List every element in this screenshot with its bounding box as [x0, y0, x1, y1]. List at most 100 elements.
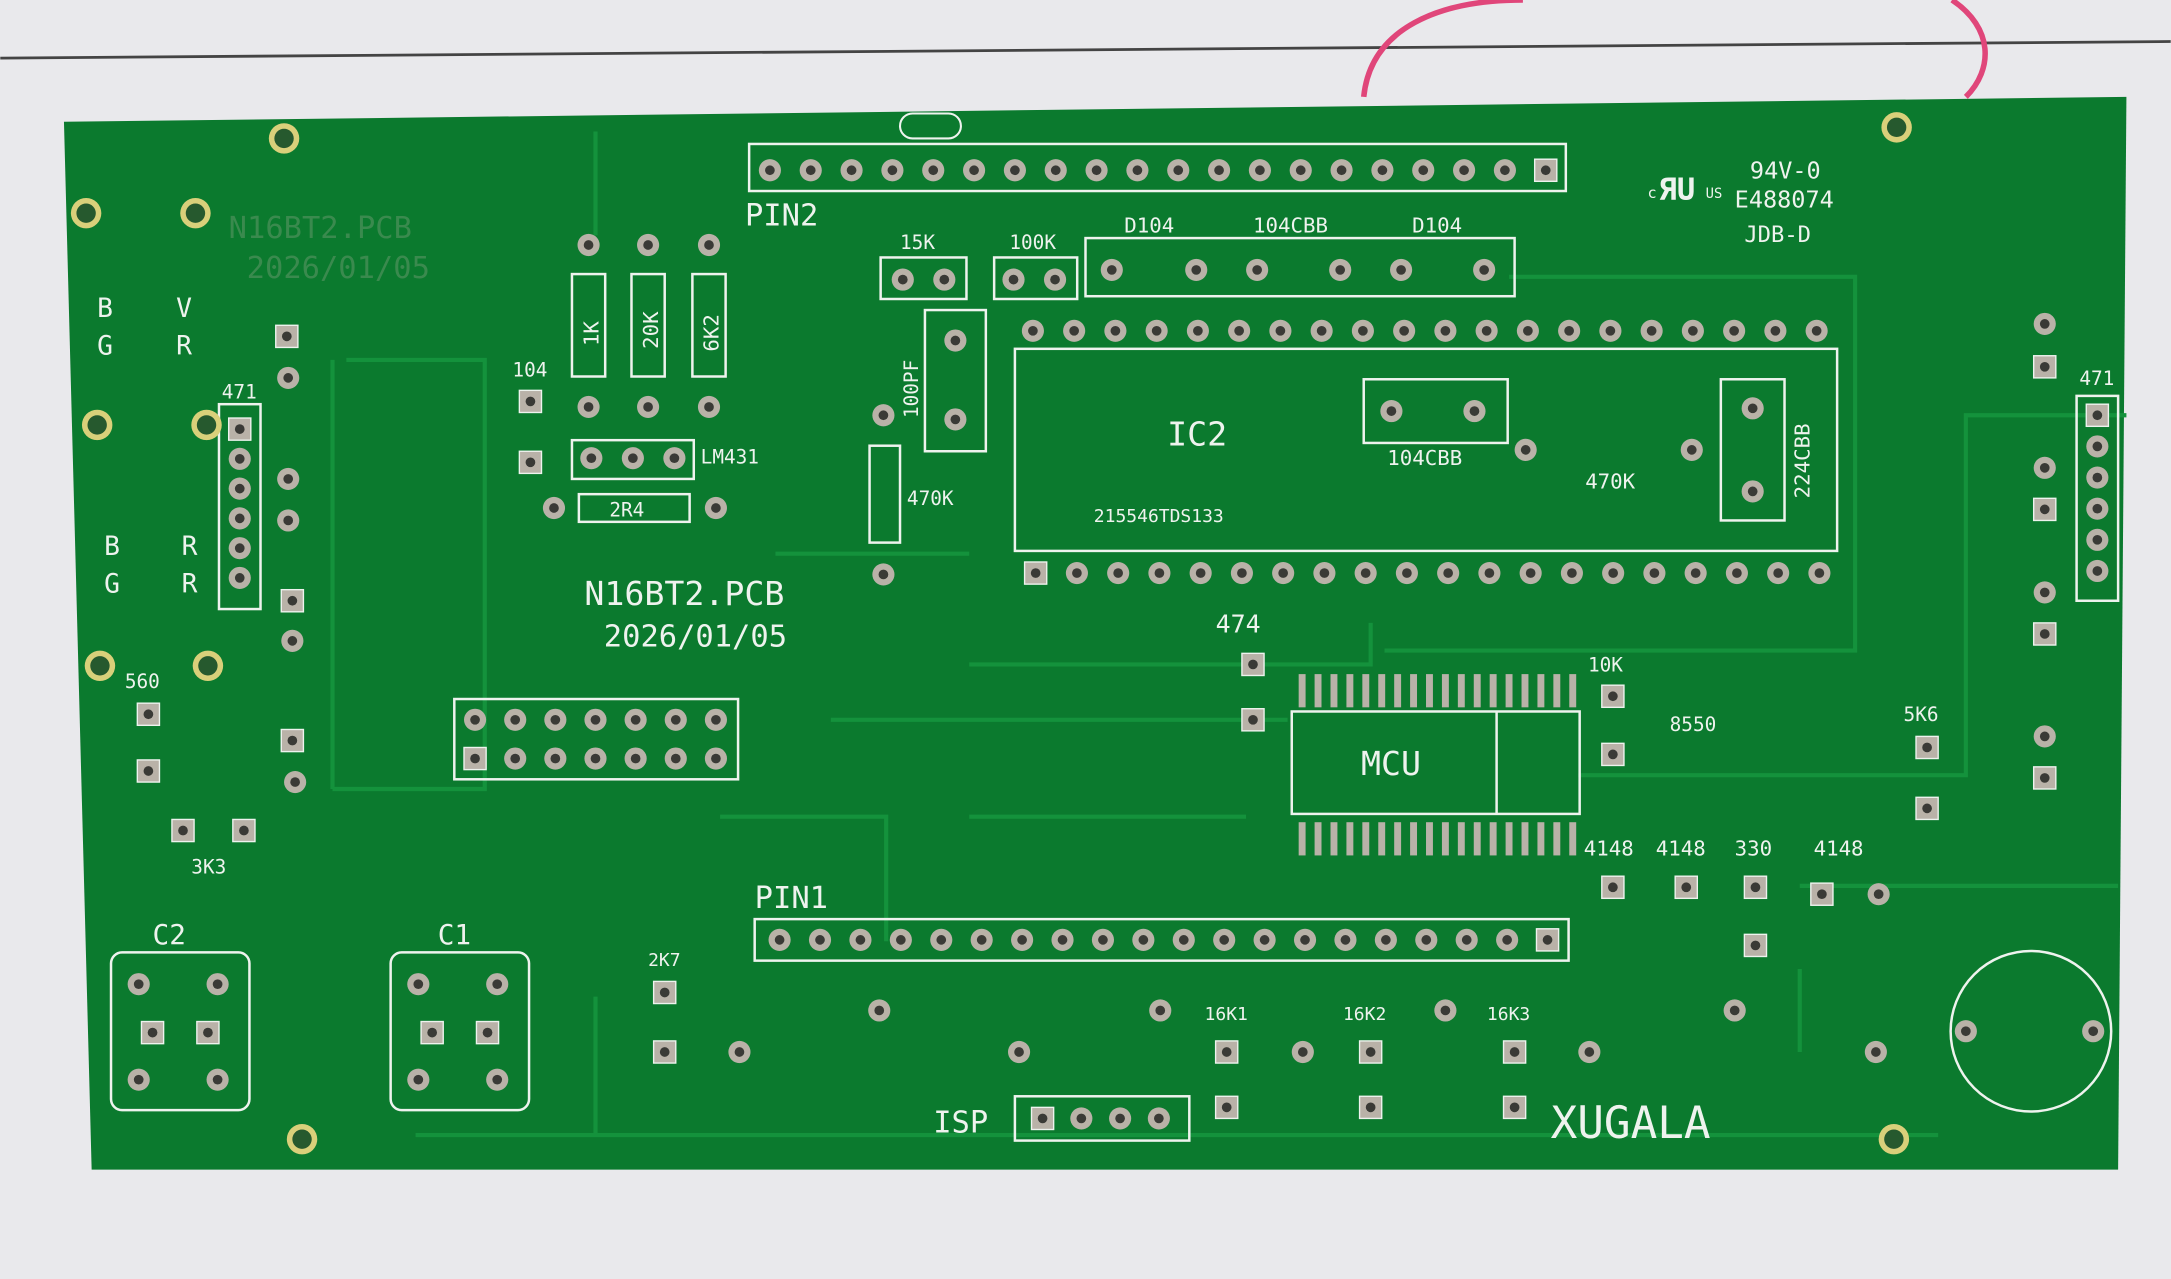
- mcu-pin: [1346, 822, 1354, 856]
- drill-hole: [143, 709, 154, 720]
- label-q8550: 8550: [1670, 713, 1717, 736]
- drill-hole: [1525, 568, 1536, 578]
- mcu-pin: [1457, 822, 1465, 856]
- drill-hole: [413, 1074, 424, 1085]
- label-r470k-a: 470K: [907, 487, 954, 510]
- drill-hole: [2039, 629, 2050, 639]
- notch-outline: [898, 112, 962, 140]
- mcu-pin: [1537, 822, 1545, 856]
- drill-hole: [1248, 659, 1258, 670]
- label-d4148-a: 4148: [1584, 836, 1634, 860]
- drill-hole: [704, 402, 714, 412]
- drill-hole: [1690, 568, 1701, 578]
- label-r471-left: 471: [222, 381, 257, 404]
- drill-hole: [939, 274, 950, 285]
- drill-hole: [1010, 165, 1020, 176]
- drill-hole: [1686, 445, 1697, 455]
- drill-hole: [1811, 325, 1822, 336]
- drill-hole: [1037, 1113, 1048, 1124]
- drill-hole: [846, 165, 857, 176]
- drill-hole: [1151, 325, 1162, 336]
- silkscreen-labels: N16BT2.PCB 2026/01/05 N16BT2.PCB 2026/01…: [97, 157, 1834, 1149]
- drill-hole: [1057, 935, 1068, 945]
- drill-hole: [203, 1027, 213, 1038]
- label-r560: 560: [125, 670, 160, 693]
- drill-hole: [1072, 568, 1082, 578]
- drill-hole: [287, 735, 298, 746]
- board-date: 2026/01/05: [604, 619, 787, 654]
- mcu-pin: [1521, 822, 1529, 856]
- label-r2k7: 2K7: [648, 950, 680, 971]
- mcu-label: MCU: [1361, 744, 1421, 783]
- drill-hole: [1523, 325, 1533, 336]
- drill-hole: [630, 753, 641, 764]
- drill-hole: [1747, 403, 1758, 414]
- drill-hole: [1154, 1113, 1164, 1124]
- label-d104-a: D104: [1124, 214, 1174, 238]
- mcu-pin: [1569, 674, 1577, 708]
- drill-hole: [1113, 568, 1124, 578]
- drill-hole: [734, 1047, 745, 1057]
- drill-hole: [2039, 587, 2050, 598]
- drill-hole: [1922, 742, 1932, 753]
- drill-hole: [1300, 935, 1310, 945]
- label-c104cbb-b: 104CBB: [1387, 446, 1462, 470]
- drill-hole: [936, 935, 947, 945]
- mcu-pin: [1330, 822, 1338, 856]
- paper-rule-line: [0, 40, 2171, 60]
- drill-hole: [510, 714, 521, 725]
- drill-hole: [643, 402, 653, 412]
- drill-hole: [1871, 1047, 1881, 1057]
- drill-hole: [1028, 325, 1038, 336]
- drill-hole: [1469, 406, 1480, 416]
- drill-hole: [1219, 935, 1230, 945]
- drill-hole: [1237, 568, 1247, 578]
- drill-hole: [1360, 568, 1371, 578]
- hole-center: [1884, 1129, 1904, 1149]
- label-r16k3: 16K3: [1487, 1004, 1530, 1025]
- pcb-substrate: [63, 96, 2127, 1170]
- drill-hole: [1295, 165, 1306, 176]
- drill-hole: [897, 274, 908, 285]
- drill-hole: [1584, 1047, 1595, 1057]
- drill-hole: [1050, 165, 1061, 176]
- mcu-pin: [1410, 674, 1418, 708]
- drill-hole: [1278, 568, 1289, 578]
- drill-hole: [2039, 504, 2050, 515]
- drill-hole: [525, 396, 536, 407]
- drill-hole: [234, 513, 245, 524]
- mcu-pin: [1394, 674, 1402, 708]
- drill-hole: [2039, 319, 2050, 329]
- drill-hole: [2039, 773, 2050, 783]
- drill-hole: [583, 240, 594, 250]
- drill-hole: [1681, 882, 1692, 893]
- label-r471-right: 471: [2079, 367, 2114, 390]
- drill-hole: [1750, 882, 1761, 893]
- drill-hole: [1873, 889, 1884, 900]
- drill-hole: [1396, 265, 1406, 275]
- drill-hole: [1520, 445, 1531, 455]
- pin1-label: PIN1: [755, 881, 828, 916]
- label-c104: 104: [512, 359, 547, 382]
- drill-hole: [2088, 1026, 2099, 1037]
- drill-hole: [1297, 1047, 1308, 1057]
- drill-hole: [1773, 568, 1783, 578]
- drill-hole: [2092, 566, 2103, 576]
- drill-hole: [143, 766, 154, 776]
- hole-center: [198, 656, 218, 676]
- label-r16k1: 16K1: [1205, 1004, 1248, 1025]
- drill-hole: [283, 373, 294, 383]
- drill-hole: [133, 979, 144, 990]
- drill-hole: [1106, 265, 1117, 275]
- ul-file-number: E488074: [1735, 186, 1834, 214]
- led-label-v-2: R: [182, 532, 198, 562]
- drill-hole: [1564, 325, 1574, 336]
- label-r100k: 100K: [1009, 231, 1056, 254]
- label-c104cbb-a: 104CBB: [1253, 214, 1328, 238]
- drill-hole: [1440, 325, 1451, 336]
- drill-hole: [1814, 568, 1825, 578]
- brand-label: XUGALA: [1551, 1098, 1711, 1149]
- drill-hole: [659, 987, 670, 998]
- drill-hole: [1750, 940, 1761, 951]
- drill-hole: [711, 714, 721, 725]
